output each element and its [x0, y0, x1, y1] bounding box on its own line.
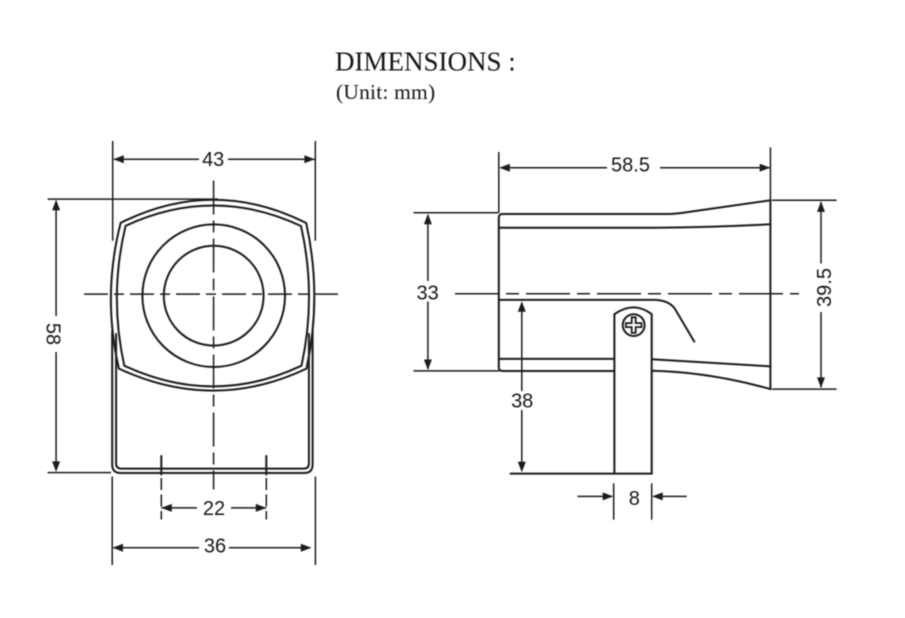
svg-text:43: 43	[202, 149, 224, 171]
svg-text:22: 22	[203, 498, 225, 520]
svg-text:39.5: 39.5	[814, 268, 836, 307]
svg-text:58: 58	[42, 323, 64, 345]
svg-text:38: 38	[511, 391, 533, 413]
svg-text:DIMENSIONS :: DIMENSIONS :	[335, 47, 516, 77]
svg-text:58.5: 58.5	[611, 154, 650, 176]
svg-text:8: 8	[629, 488, 640, 510]
svg-text:36: 36	[204, 536, 226, 558]
svg-text:33: 33	[416, 282, 438, 304]
svg-text:(Unit: mm): (Unit: mm)	[336, 80, 435, 104]
